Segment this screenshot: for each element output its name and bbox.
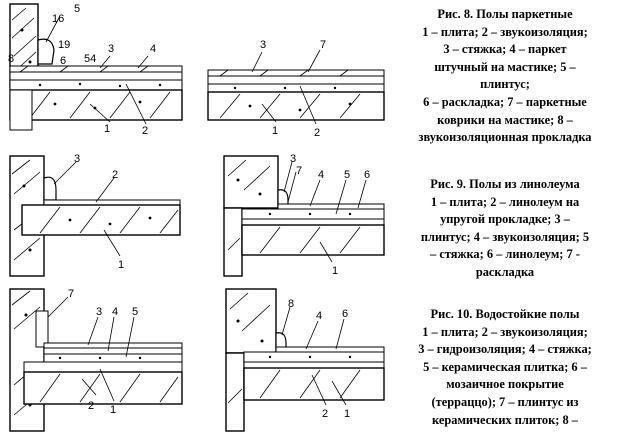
caption-line: 1 – плита; 2 – звукоизоляция; — [422, 24, 588, 39]
fig8-left-callout-54: 54 — [84, 53, 96, 65]
fig8-right-callout-7: 7 — [320, 39, 326, 51]
fig9-right-callout-7: 7 — [296, 165, 302, 177]
fig8-left-callout-8: 8 — [8, 53, 14, 65]
fig8-right-callout-1: 1 — [272, 125, 278, 137]
fig9-left-callout-1: 1 — [118, 259, 124, 271]
fig9-left-callout-3: 3 — [74, 153, 80, 165]
caption-line: 6 – раскладка; 7 – паркетные — [423, 94, 587, 109]
fig9-right-callout-1: 1 — [332, 265, 338, 277]
fig10-right-callout-4: 4 — [316, 310, 322, 322]
caption-line: 3 – гидроизоляция; 4 – стяжка; — [418, 342, 592, 357]
caption-line: коврики на мастике; 8 – — [437, 112, 573, 127]
caption-line: Рис. 9. Полы из линолеума — [430, 177, 580, 191]
fig9-caption: Рис. 9. Полы из линолеума 1 – плита; 2 –… — [396, 176, 614, 282]
fig9-left-callout-2: 2 — [112, 169, 118, 181]
caption-line: раскладка — [475, 264, 535, 279]
fig8-left-callout-1: 1 — [104, 123, 110, 135]
caption-line: (терраццо); 7 – плинтус из — [431, 394, 579, 409]
fig10-left-callout-5: 5 — [132, 306, 138, 318]
fig8-right-callout-2: 2 — [314, 127, 320, 139]
fig10-left-drawing: 7 3 4 5 2 1 — [9, 288, 183, 432]
fig10-right-callout-2: 2 — [322, 408, 328, 420]
fig8-right-drawing: 3 7 1 2 — [207, 39, 385, 139]
fig8-left-callout-19: 19 — [58, 39, 70, 51]
fig8-caption: Рис. 8. Полы паркетные 1 – плита; 2 – зв… — [396, 6, 614, 147]
caption-line: упругой прокладке; 3 – — [440, 212, 570, 227]
caption-line: Рис. 8. Полы паркетные — [437, 7, 573, 21]
fig9-left-drawing: 3 2 1 — [9, 153, 181, 277]
caption-line: штучный на мастике; 5 – — [434, 59, 576, 74]
fig9-right-callout-5: 5 — [344, 169, 350, 181]
caption-line: Рис. 10. Водостойкие полы — [430, 307, 580, 321]
fig9-right-callout-3: 3 — [290, 153, 296, 165]
caption-line: 1 – плита; 2 – звукоизоляция; — [422, 324, 588, 339]
fig10-left-callout-7: 7 — [68, 288, 74, 300]
fig8-right-callout-3: 3 — [260, 39, 266, 51]
fig8-left-callout-16: 16 — [52, 13, 64, 25]
caption-line: плинтус; — [480, 77, 530, 92]
fig8-left-callout-3: 3 — [108, 43, 114, 55]
caption-line: 1 – плита; 2 – линолеум на — [430, 194, 580, 209]
fig10-left-callout-2: 2 — [88, 400, 94, 412]
fig8-left-drawing: 16 5 19 8 6 3 54 4 1 2 — [8, 3, 183, 137]
fig8-left-callout-6: 6 — [60, 55, 66, 67]
fig10-right-callout-8: 8 — [288, 298, 294, 310]
fig10-left-callout-3: 3 — [96, 306, 102, 318]
fig10-right-callout-6: 6 — [342, 308, 348, 320]
fig10-left-callout-1: 1 — [110, 404, 116, 416]
fig9-right-drawing: 3 7 4 5 6 1 — [223, 153, 385, 277]
fig8-left-callout-4: 4 — [150, 43, 156, 55]
fig9-right-callout-6: 6 — [364, 169, 370, 181]
caption-line: 5 – керамическая плитка; 6 – — [423, 359, 587, 374]
fig10-right-callout-1: 1 — [344, 408, 350, 420]
fig8-left-callout-5: 5 — [74, 3, 80, 15]
caption-line: керамических плиток; 8 – — [432, 412, 578, 427]
fig10-caption: Рис. 10. Водостойкие полы 1 – плита; 2 –… — [396, 306, 614, 429]
fig10-left-callout-4: 4 — [112, 306, 118, 318]
fig10-right-drawing: 8 4 6 2 1 — [225, 288, 385, 432]
fig8-left-callout-2: 2 — [142, 125, 148, 137]
caption-line: плинтус; 4 – звукоизоляция; 5 — [420, 229, 590, 244]
caption-line: мозаичное покрытие — [446, 377, 564, 392]
caption-line: – стяжка; 6 – линолеум; 7 - — [430, 247, 580, 262]
caption-line: 3 – стяжка; 4 – паркет — [443, 42, 567, 57]
caption-line: звукоизоляционная прокладка — [418, 130, 592, 145]
fig9-right-callout-4: 4 — [318, 169, 324, 181]
